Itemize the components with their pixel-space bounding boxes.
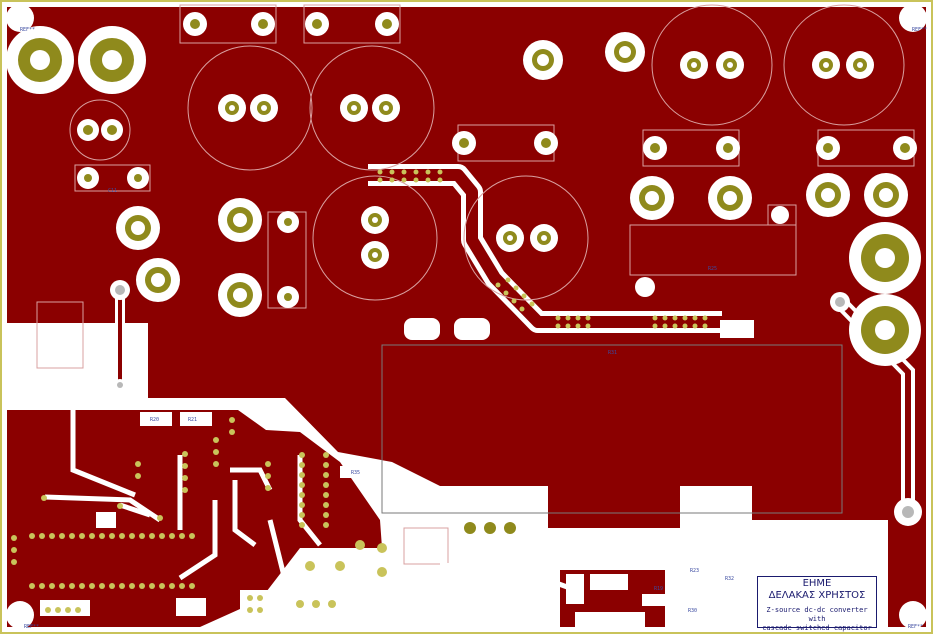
r23-label: R23 — [690, 568, 699, 574]
r35-label: R35 — [351, 470, 360, 476]
medium-pads — [116, 32, 908, 317]
capacitor-pad-pairs — [77, 12, 917, 308]
mounting-vias — [6, 4, 927, 629]
r25-label: R25 — [708, 266, 717, 272]
c11-label: C11 — [108, 188, 117, 194]
title-line-3: Z-source dc-dc converter with cascade sw… — [758, 606, 876, 633]
ref-label-bottom-left: REF** — [24, 624, 39, 630]
mosfet-pad-rows — [377, 169, 708, 329]
ref-label-top-right: REF** — [912, 27, 927, 33]
r31-label: R31 — [608, 350, 617, 356]
title-line-3b: cascade switched capacitor — [762, 624, 872, 632]
r19-label: R19 — [654, 586, 663, 592]
r20-label: R20 — [150, 417, 159, 423]
title-line-2: ΔΕΛΑΚΑΣ ΧΡΗΣΤΟΣ — [768, 590, 866, 601]
power-pads — [6, 26, 921, 366]
r21-label: R21 — [188, 417, 197, 423]
top-trace-copper — [368, 169, 722, 328]
title-block: EHME ΔΕΛΑΚΑΣ ΧΡΗΣΤΟΣ Z-source dc-dc conv… — [757, 576, 877, 632]
large-capacitors — [69, 4, 905, 301]
r32-label: R32 — [725, 576, 734, 582]
title-line-1: EHME — [802, 578, 832, 589]
small-footprints — [40, 318, 754, 628]
r30-label: R30 — [688, 608, 697, 614]
component-outlines — [36, 4, 915, 514]
ref-label-bottom-right: REF** — [908, 624, 923, 630]
ic-pin-rows — [11, 417, 387, 613]
title-line-3a: Z-source dc-dc converter with — [766, 606, 868, 623]
signal-traces — [44, 410, 571, 601]
ref-label-top-left: REF** — [20, 27, 35, 33]
